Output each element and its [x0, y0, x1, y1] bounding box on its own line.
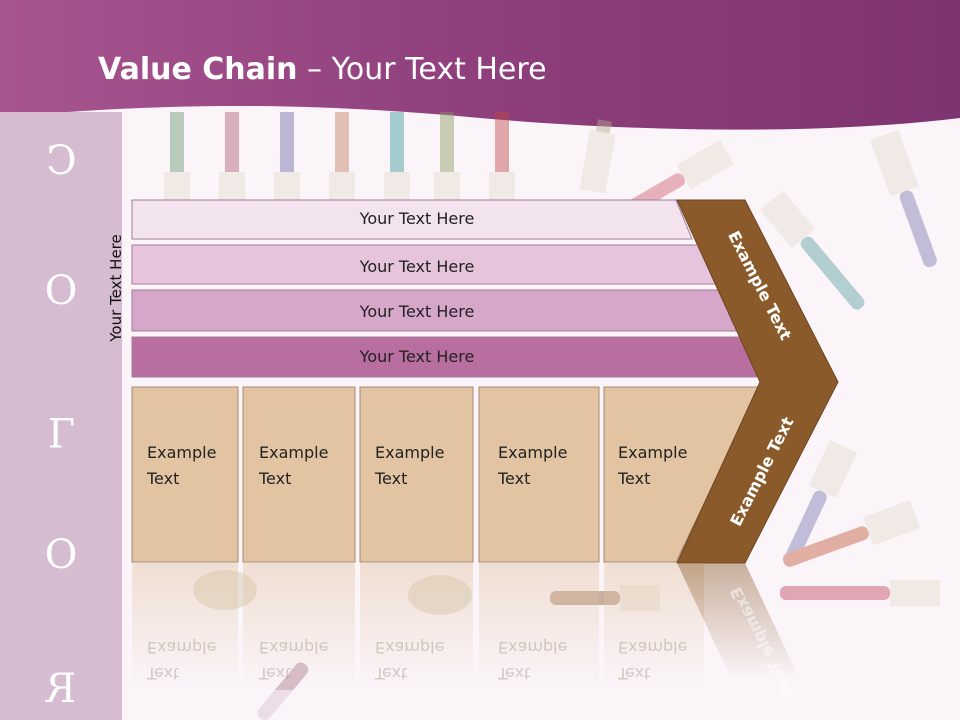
bar-1-label: Your Text Here [359, 209, 475, 228]
paintbrush-icon [164, 112, 190, 200]
left-sidebar [0, 112, 122, 720]
box-2 [242, 386, 356, 563]
paintbrush-icon [219, 112, 245, 200]
paintbrush-icon [489, 112, 515, 200]
bar-2-label: Your Text Here [359, 257, 475, 276]
title-rest: – Your Text Here [297, 52, 547, 87]
paintbrush-icon [780, 580, 940, 606]
title-bold: Value Chain [98, 52, 298, 87]
paintbrush-icon [579, 119, 616, 194]
bar-3-label: Your Text Here [359, 302, 475, 321]
header-band [0, 0, 960, 130]
paintbrush-icon [274, 112, 300, 200]
paintbrush-icon [760, 190, 865, 310]
paintbrush-icon [384, 112, 410, 200]
sidebar-letter: O [44, 268, 78, 314]
paintbrush-icon [782, 499, 921, 567]
box-5 [603, 386, 761, 563]
box-4 [478, 386, 600, 563]
box-3 [359, 386, 474, 563]
page-title: Value Chain – Your Text Here [98, 52, 547, 87]
paintbrush-icon [434, 112, 460, 200]
paintbrush-icon [784, 440, 858, 566]
paintbrush-icon [870, 129, 937, 268]
paintbrush-icon [329, 112, 355, 200]
bar-1 [131, 199, 693, 240]
bar-4-label: Your Text Here [359, 347, 475, 366]
sidebar-letter: O [44, 532, 78, 578]
box-1 [131, 386, 239, 563]
